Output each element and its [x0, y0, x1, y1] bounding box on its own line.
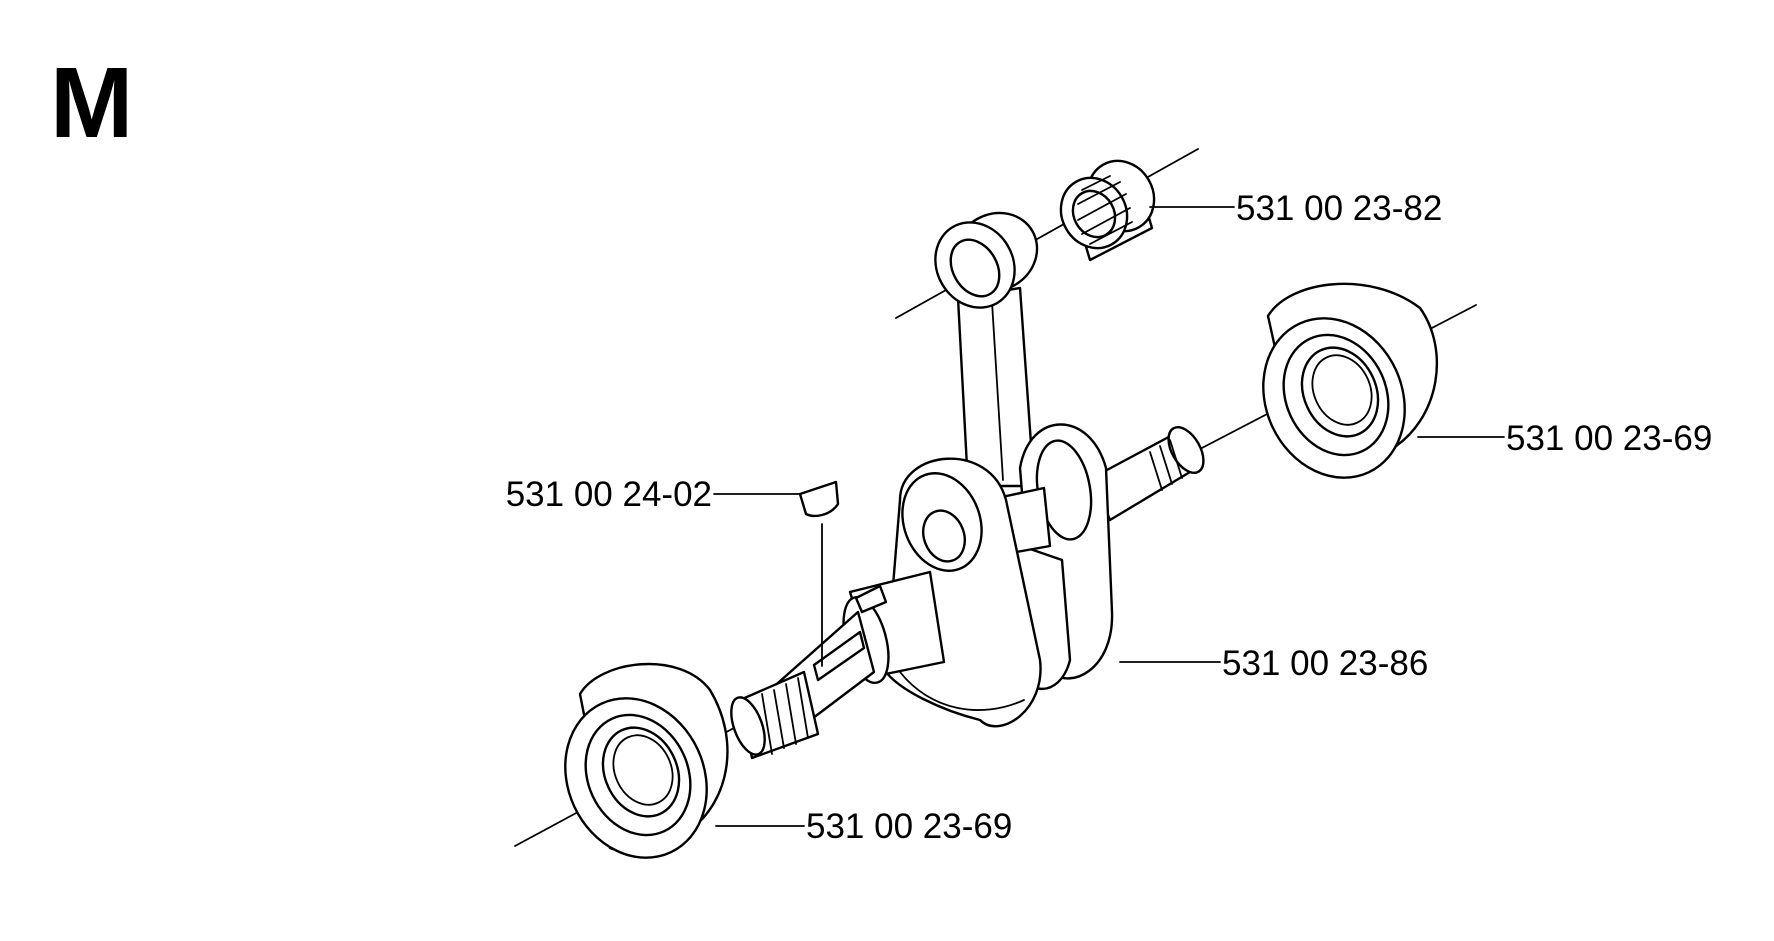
- part-number-woodruff-key: 531 00 24-02: [506, 475, 712, 514]
- part-number-ball-bearing-right: 531 00 23-69: [1506, 419, 1712, 458]
- part-number-ball-bearing-left: 531 00 23-69: [806, 807, 1012, 846]
- small-end-axis-line: [895, 148, 1199, 319]
- woodruff-key: [798, 480, 840, 667]
- part-number-needle-bearing: 531 00 23-82: [1236, 189, 1442, 228]
- crankshaft: [730, 423, 1205, 760]
- ball-bearing-left: [564, 662, 729, 859]
- connecting-rod: [934, 211, 1039, 488]
- part-number-crankshaft: 531 00 23-86: [1222, 644, 1428, 683]
- ball-bearing-right: [1262, 282, 1439, 479]
- section-letter: M: [50, 47, 133, 159]
- needle-bearing: [1059, 159, 1156, 262]
